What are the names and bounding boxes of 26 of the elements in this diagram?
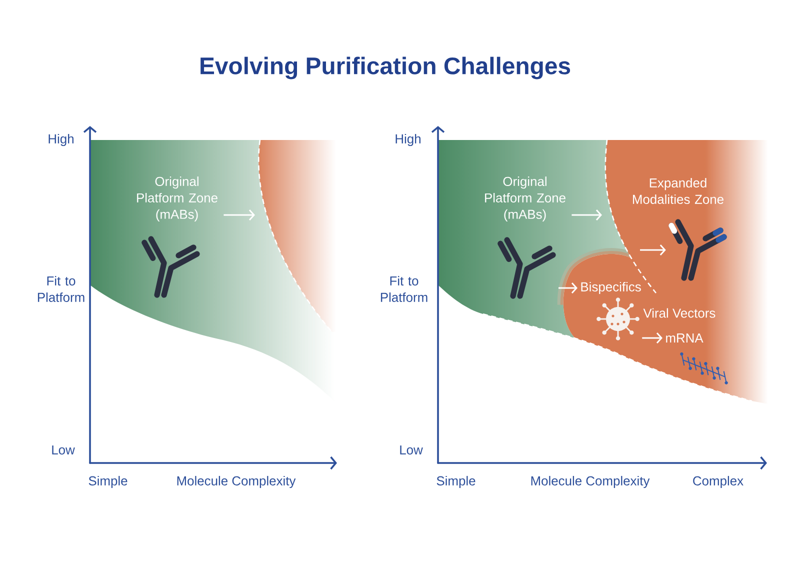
- axis-label: Simple: [436, 476, 476, 488]
- zone-label: Expanded Modalities Zone: [633, 178, 724, 204]
- arrow: [640, 244, 666, 256]
- modality-label: Viral Vectors: [643, 308, 716, 318]
- arrow: [572, 210, 602, 220]
- axis-label: Complex: [693, 476, 744, 488]
- axis-label: Fit to Platform: [380, 276, 428, 302]
- virus-icon: [596, 298, 640, 340]
- axis-label: Fit to Platform: [38, 276, 84, 302]
- axis-label: Molecule Complexity: [177, 476, 296, 488]
- arrow: [642, 332, 662, 344]
- antibody-icon: [668, 219, 727, 281]
- axis-label: High: [396, 134, 420, 146]
- axis-label: Molecule Complexity: [531, 476, 650, 488]
- arrow: [558, 282, 578, 294]
- axis-label: Low: [400, 445, 423, 454]
- arrow: [224, 210, 255, 220]
- zone-label: Original Platform Zone (mABs): [137, 176, 218, 222]
- zone-label: Original Platform Zone (mABs): [485, 176, 566, 222]
- title: Evolving Purification Challenges: [200, 56, 570, 80]
- modality-label: mRNA: [666, 334, 704, 342]
- axis-label: Simple: [88, 476, 128, 488]
- modality-label: Bispecifics: [581, 282, 641, 294]
- axis-label: Low: [52, 445, 75, 454]
- antibody-icon: [498, 237, 556, 299]
- axis-label: High: [48, 134, 74, 146]
